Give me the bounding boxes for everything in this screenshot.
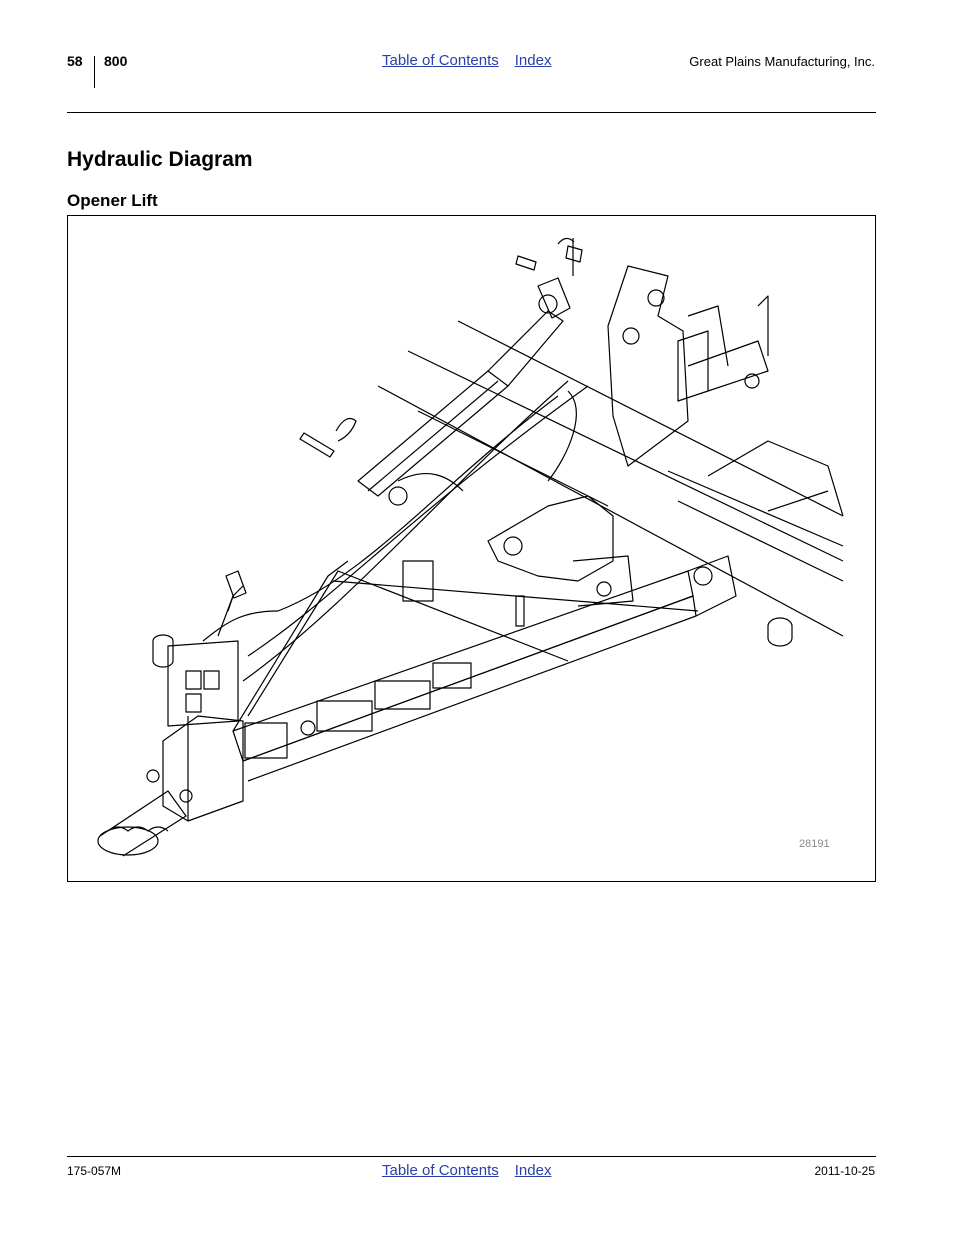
hydraulic-hoses: [202, 380, 589, 682]
header-nav: Table of Contents Index: [382, 52, 551, 69]
footer-nav: Table of Contents Index: [382, 1162, 551, 1179]
figure-number: 28191: [799, 838, 830, 850]
hose-holder: [217, 570, 247, 637]
header-divider: [94, 56, 95, 88]
company-name: Great Plains Manufacturing, Inc.: [689, 54, 875, 69]
toolbar-rails: [377, 320, 844, 637]
hydraulic-diagram-figure: 28191: [67, 215, 876, 882]
page-number: 58: [67, 53, 83, 69]
model-number: 800: [104, 53, 128, 69]
hitch-clevis: [97, 634, 244, 857]
opener-lift-illustration: [97, 237, 844, 857]
section-subtitle: Opener Lift: [67, 191, 158, 210]
pins-and-clips: [299, 237, 575, 458]
document-number: 175-057M: [67, 1164, 122, 1178]
frame-brackets: [402, 265, 844, 647]
footer-rule: [67, 1156, 876, 1157]
revision-date: 2011-10-25: [814, 1164, 876, 1178]
section-title: Hydraulic Diagram: [67, 148, 253, 171]
header-rule: [67, 112, 876, 113]
hitch-tongue: [232, 560, 699, 782]
footer-toc-link[interactable]: Table of Contents: [382, 1162, 499, 1179]
header-toc-link[interactable]: Table of Contents: [382, 52, 499, 69]
footer-index-link[interactable]: Index: [514, 1162, 552, 1179]
lift-cylinder: [357, 245, 583, 506]
header-index-link[interactable]: Index: [514, 52, 552, 69]
